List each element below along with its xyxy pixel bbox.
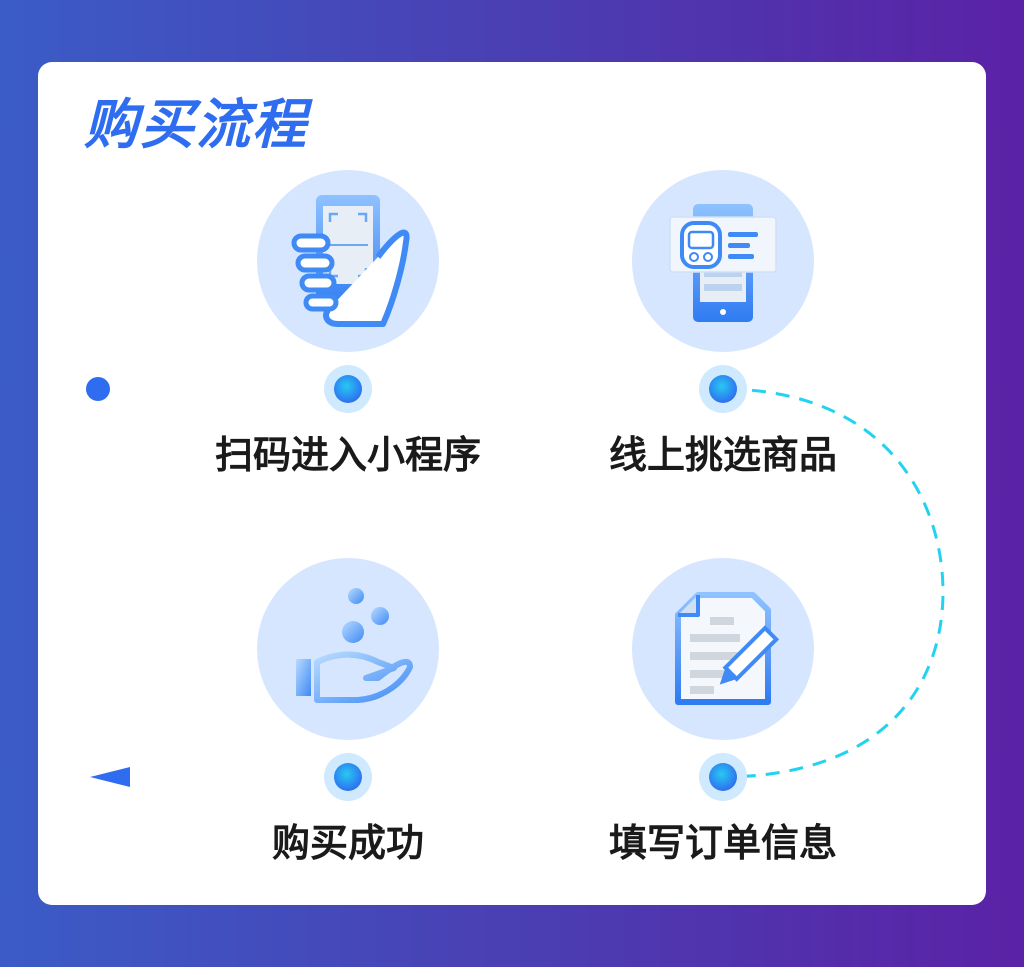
step-node-2 — [699, 365, 747, 413]
flow-path — [86, 377, 945, 787]
path-segment-curve — [727, 387, 945, 779]
step-node-3 — [699, 753, 747, 801]
success-hand-icon — [296, 588, 413, 703]
step-label-3: 填写订单信息 — [608, 821, 837, 865]
product-phone-icon — [669, 204, 777, 322]
page-title: 购买流程 — [84, 93, 308, 156]
flow-diagram — [86, 170, 945, 801]
order-form-icon — [675, 592, 780, 705]
start-dot — [86, 377, 110, 401]
arrow-head-icon — [90, 767, 130, 787]
step-label-4: 购买成功 — [271, 821, 424, 865]
step-label-2: 线上挑选商品 — [608, 433, 837, 477]
scan-phone-icon — [291, 195, 410, 327]
process-card: 购买流程 — [38, 62, 986, 905]
step-label-1: 扫码进入小程序 — [214, 433, 481, 477]
step-node-4 — [324, 753, 372, 801]
step-node-1 — [324, 365, 372, 413]
icon-circle-4 — [257, 558, 439, 740]
